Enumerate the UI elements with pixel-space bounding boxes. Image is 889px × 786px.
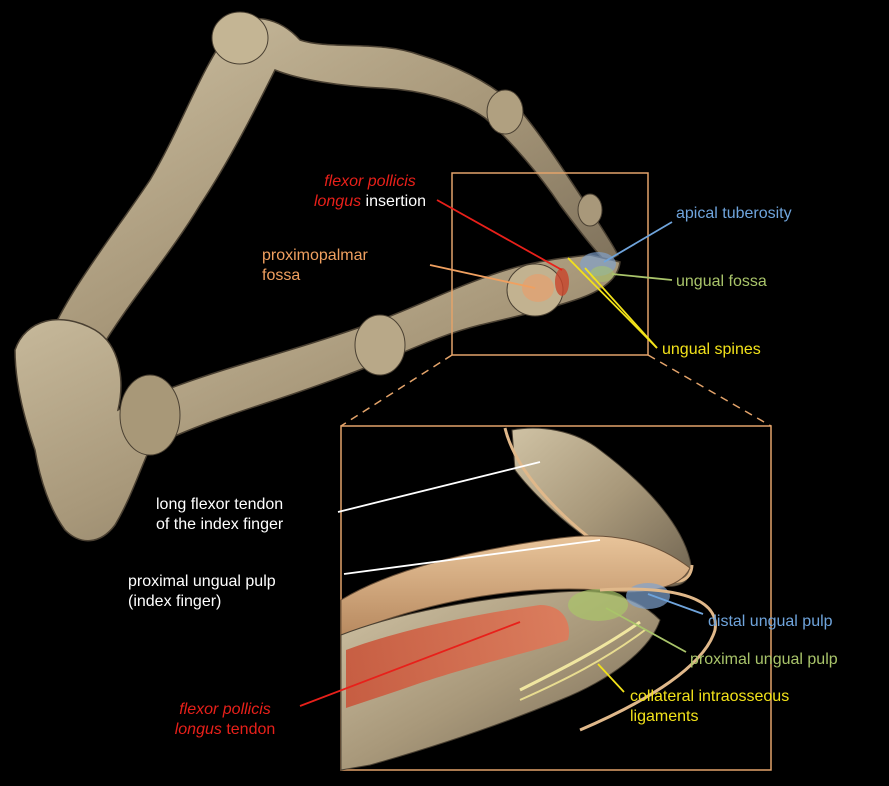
label-fpl-tendon-line2: longus tendon: [150, 720, 300, 740]
label-proximopalmar-fossa-line2: fossa: [262, 267, 301, 284]
label-fpl-insertion-line2: longus insertion: [290, 192, 450, 212]
label-long-flexor-tendon-line1: long flexor tendon: [156, 496, 284, 513]
top-inset-frame: [451, 172, 649, 356]
ungual-fossa-highlight: [590, 266, 614, 282]
label-fpl-tendon-line1: flexor pollicis: [179, 701, 271, 718]
index-finger-bones: [38, 11, 620, 361]
label-fpl-tendon-italic2: longus: [174, 721, 222, 738]
label-fpl-insertion-rest: insertion: [361, 193, 427, 210]
bottom-inset: [340, 425, 772, 771]
label-proximal-ungual-pulp-index-line2: (index finger): [128, 593, 222, 610]
distal-ungual-pulp-shape: [626, 583, 670, 609]
fpl-insertion-highlight: [555, 268, 569, 296]
label-proximopalmar-fossa: proximopalmar fossa: [262, 246, 368, 286]
inset-connector-left: [340, 354, 453, 427]
proximal-ungual-pulp-shape: [568, 589, 628, 621]
thumb-bones: [14, 252, 621, 542]
label-long-flexor-tendon: long flexor tendon of the index finger: [156, 495, 283, 535]
label-proximal-ungual-pulp-index-line1: proximal ungual pulp: [128, 573, 276, 590]
label-proximal-ungual-pulp-index: proximal ungual pulp (index finger): [128, 572, 276, 612]
label-fpl-tendon-rest: tendon: [221, 721, 276, 738]
label-collateral-ligaments-line2: ligaments: [630, 708, 699, 725]
label-long-flexor-tendon-line2: of the index finger: [156, 516, 284, 533]
label-proximal-ungual-pulp: proximal ungual pulp: [690, 651, 838, 668]
fpl-tendon-shape: [346, 605, 570, 708]
label-fpl-insertion-line1: flexor pollicis: [324, 173, 416, 190]
label-apical-tuberosity: apical tuberosity: [676, 205, 792, 222]
leader-lines: [299, 199, 704, 707]
label-ungual-fossa: ungual fossa: [676, 273, 767, 290]
label-collateral-ligaments: collateral intraosseous ligaments: [630, 687, 789, 727]
label-fpl-insertion-italic2: longus: [313, 193, 362, 210]
inset-connector-right: [647, 354, 772, 427]
label-fpl-tendon: flexor pollicis longus tendon: [150, 700, 300, 740]
label-ungual-spines: ungual spines: [662, 341, 761, 358]
collateral-ligament-shape: [519, 620, 641, 692]
label-collateral-ligaments-line1: collateral intraosseous: [630, 688, 790, 705]
label-fpl-insertion: flexor pollicis longus insertion: [290, 172, 450, 212]
label-distal-ungual-pulp: distal ungual pulp: [708, 613, 833, 630]
proximopalmar-fossa-highlight: [522, 274, 554, 302]
label-proximopalmar-fossa-line1: proximopalmar: [262, 247, 368, 264]
